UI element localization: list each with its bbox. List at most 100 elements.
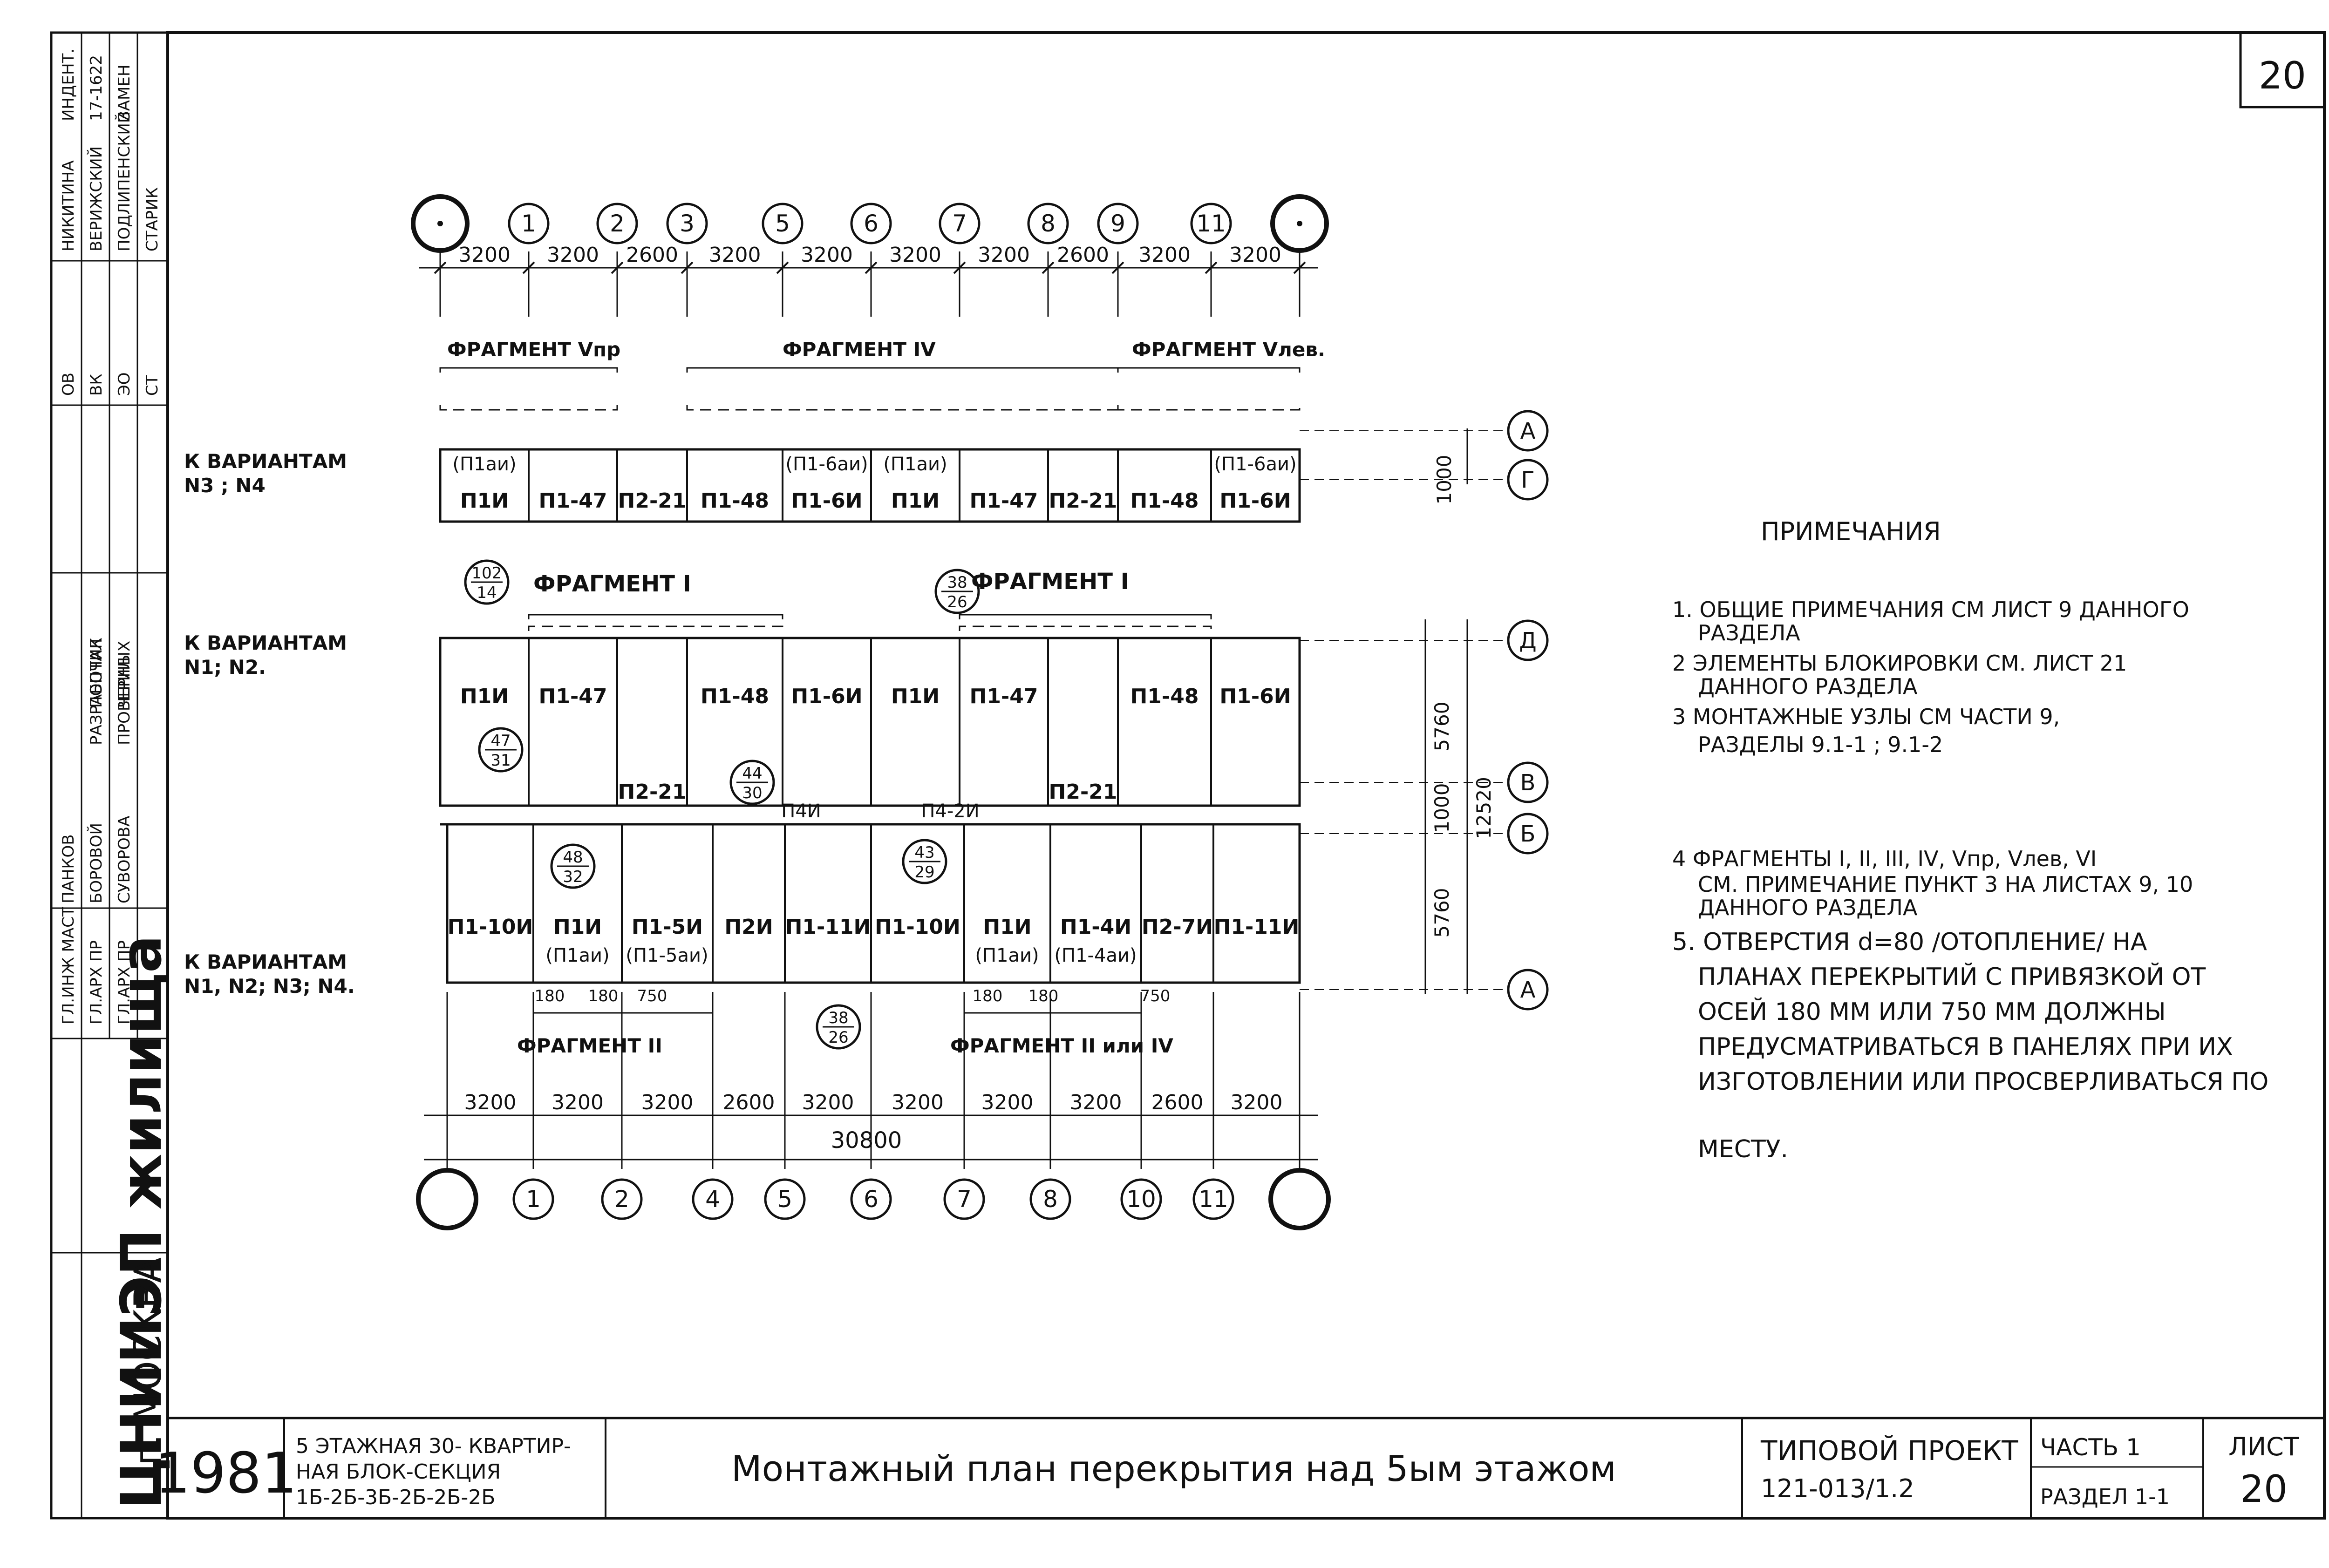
notes-title: ПРИМЕЧАНИЯ (1761, 517, 1941, 546)
axis-label-top: 11 (1196, 210, 1226, 237)
row2-panel-label: П1И (460, 685, 509, 708)
note-line: ПРЕДУСМАТРИВАТЬСЯ В ПАНЕЛЯХ ПРИ ИХ (1698, 1033, 2233, 1061)
dim-top: 3200 (801, 243, 853, 267)
dim-top: 3200 (889, 243, 941, 267)
axis-bubble-bottom (1120, 1178, 1162, 1220)
row2-small-label: П4-2И (921, 801, 979, 822)
axis-bubble-top (850, 203, 892, 244)
stamp-name-0: ПАНКОВ (59, 834, 78, 903)
axis-bubble-bottom (764, 1178, 806, 1220)
row3-panel-label: П2-7И (1142, 915, 1213, 939)
fragment-iv: ФРАГМЕНТ IV (783, 338, 936, 361)
dim-right: 12520 (1472, 777, 1495, 839)
axis-label-right: А (1520, 977, 1536, 1003)
axis-bubble-top (596, 203, 638, 244)
fragment-vlev: ФРАГМЕНТ Vлев. (1132, 338, 1325, 361)
note-line: 2 ЭЛЕМЕНТЫ БЛОКИРОВКИ СМ. ЛИСТ 21 (1672, 651, 2127, 676)
row3-panel-label: П1-11И (1214, 915, 1300, 939)
row1-outline (439, 448, 1301, 523)
axis-bubble-right (1507, 410, 1549, 452)
node-bottom: 31 (490, 751, 511, 770)
desc-line-0: 5 ЭТАЖНАЯ 30- КВАРТИР- (296, 1434, 571, 1458)
row2-panel-label: П1-48 (701, 685, 769, 708)
node-bottom: 30 (742, 784, 762, 802)
dim-top: 2600 (626, 243, 678, 267)
row2-panel-label: П1И (891, 685, 940, 708)
stamp-appr-role-3: СТ (143, 375, 162, 396)
dim-bottom: 3200 (464, 1091, 517, 1114)
node-top: 102 (472, 564, 502, 583)
row1-alt-label: (П1аи) (883, 454, 947, 475)
row3-alt-label: (П1аи) (975, 945, 1039, 966)
node-top: 48 (563, 848, 583, 867)
axis-label-top: 8 (1041, 210, 1056, 237)
project-line-0: ТИПОВОЙ ПРОЕКТ (1760, 1434, 2018, 1466)
axis-label-right: Б (1520, 821, 1536, 847)
fragment-vpr: ФРАГМЕНТ Vпр (447, 338, 620, 361)
stamp-appr-role-0: ОВ (59, 373, 78, 396)
dim-bottom: 3200 (552, 1091, 604, 1114)
year: 1981 (155, 1441, 297, 1506)
note-line: 1. ОБЩИЕ ПРИМЕЧАНИЯ СМ ЛИСТ 9 ДАННОГО (1672, 597, 2189, 622)
note-line: ОСЕЙ 180 ММ ИЛИ 750 ММ ДОЛЖНЫ (1698, 998, 2166, 1026)
row1-panel-label: П2-21 (618, 489, 687, 513)
axis-label-top: 6 (864, 210, 878, 237)
row2-panel-label: П2-21 (1049, 780, 1117, 804)
dim-top: 3200 (458, 243, 511, 267)
desc-line-1: НАЯ БЛОК-СЕКЦИЯ (296, 1460, 501, 1484)
axis-bubble-top (666, 203, 708, 244)
row1-alt-label: (П1-6аи) (1214, 454, 1296, 475)
note-line: РАЗДЕЛЫ 9.1-1 ; 9.1-2 (1698, 732, 1943, 757)
variant-line: N1; N2. (184, 656, 266, 679)
stamp-name-4: ПОПЧИК (87, 638, 106, 708)
note-line: 5. ОТВЕРСТИЯ d=80 /ОТОПЛЕНИЕ/ НА (1672, 928, 2147, 956)
part-label: ЧАСТЬ 1 (2040, 1434, 2141, 1461)
row3-panel-label: П1-4И (1060, 915, 1131, 939)
dim-top: 3200 (709, 243, 761, 267)
node-top: 43 (914, 843, 934, 862)
row3-alt-label: (П1-5аи) (626, 945, 708, 966)
note-line: РАЗДЕЛА (1698, 620, 1800, 645)
row1-panel-label: П1-48 (701, 489, 769, 513)
row2-panel-label: П1-47 (970, 685, 1038, 708)
row1-panel-label: П2-21 (1049, 489, 1117, 513)
row3-panel-label: П2И (724, 915, 773, 939)
small-dim: 180 (973, 987, 1003, 1005)
dim-top: 3200 (978, 243, 1030, 267)
row1-panel-label: П1-47 (539, 489, 607, 513)
row1-panel-label: П1-6И (1219, 489, 1291, 513)
dim-bottom: 3200 (981, 1091, 1034, 1114)
row1-panel-label: П1И (460, 489, 509, 513)
row1-panel-label: П1-48 (1130, 489, 1199, 513)
stamp-name-2: СУВОРОВА (115, 816, 134, 903)
small-dim: 750 (1140, 987, 1171, 1005)
axis-bubble-bottom (416, 1168, 478, 1230)
axis-label-right: Д (1519, 628, 1537, 654)
note-line: 3 МОНТАЖНЫЕ УЗЛЫ СМ ЧАСТИ 9, (1672, 704, 2060, 729)
fragment-i-a: ФРАГМЕНТ I (533, 571, 691, 597)
stamp-org: ЦНИИЭП жилища (109, 935, 174, 1509)
desc-line-2: 1Б-2Б-3Б-2Б-2Б-2Б (296, 1486, 495, 1509)
stamp-appr-name-1: ВЕРИЖСКИЙ (87, 146, 106, 251)
stamp-appr-header-0: ИНДЕНТ. (59, 48, 78, 121)
row2-panel-label: П2-21 (618, 780, 687, 804)
row1-panel-label: П1И (891, 489, 940, 513)
axis-label-bottom: 2 (614, 1186, 629, 1213)
row3-panel-label: П1И (983, 915, 1031, 939)
title-block: 1981 5 ЭТАЖНАЯ 30- КВАРТИР- НАЯ БЛОК-СЕК… (155, 1417, 2324, 1518)
axis-bubble-bottom (692, 1178, 734, 1220)
stamp-name-5: ЧЕРНЫХ (115, 641, 134, 708)
note-line: МЕСТУ. (1698, 1135, 1788, 1163)
sheet-label: ЛИСТ (2228, 1432, 2300, 1461)
axis-bubble-top (1027, 203, 1069, 244)
node-top: 38 (828, 1009, 848, 1027)
stamp-appr-role-2: ЭО (115, 372, 134, 396)
stamp-role-5: ПРОВЕРИЛ (115, 657, 134, 745)
dim-right: 1000 (1433, 455, 1456, 505)
row3-panel-label: П1-10И (448, 915, 533, 939)
fragment-ii-b: ФРАГМЕНТ II или IV (950, 1034, 1173, 1057)
stamp-city: г. МОСКВА (126, 1257, 170, 1466)
